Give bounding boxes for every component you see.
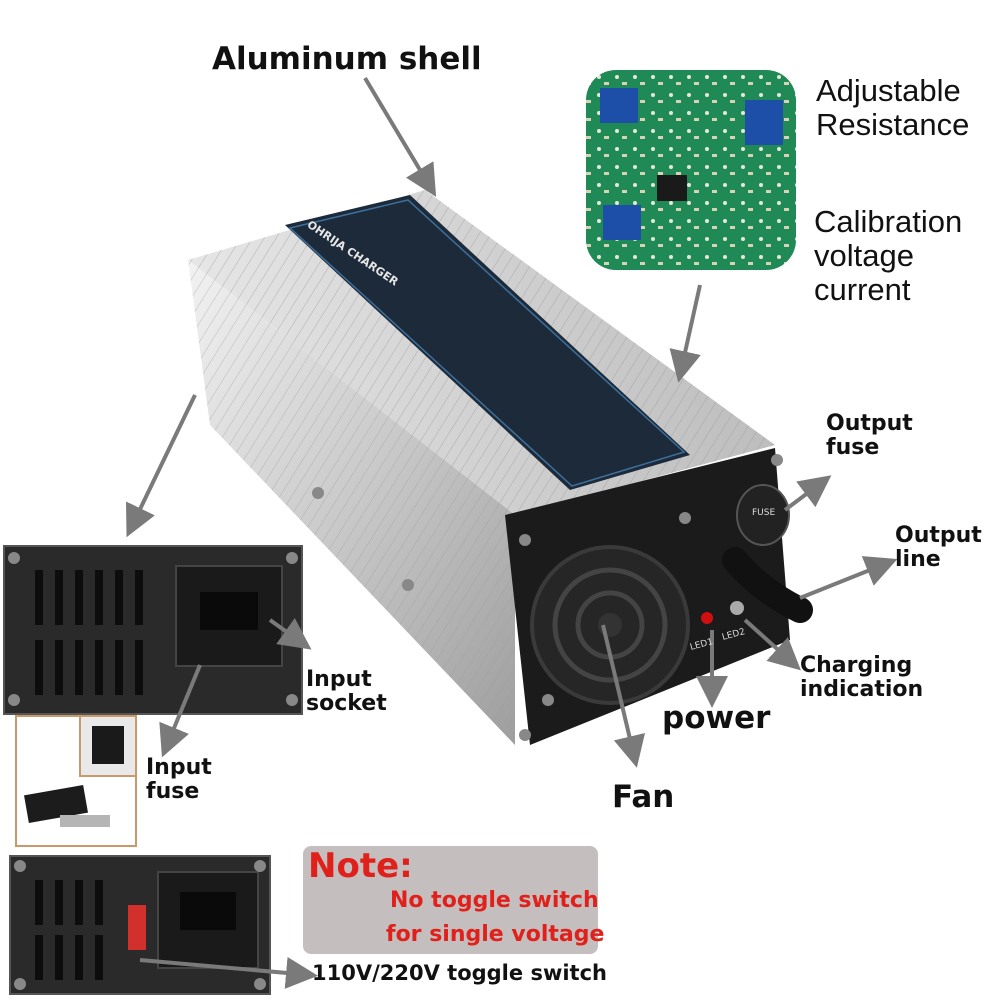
label-adjustable-resistance: Adjustable Resistance: [816, 73, 970, 143]
label-aluminum-shell: Aluminum shell: [212, 41, 482, 77]
note-box: [303, 846, 598, 954]
label-output-line: Output line: [895, 523, 982, 573]
fuse-cap-print: FUSE: [752, 508, 776, 518]
pcb-inset: [586, 70, 796, 270]
charger-body: [188, 190, 813, 745]
note-line-2: for single voltage: [386, 922, 605, 947]
label-charging-indication: Charging indication: [800, 653, 924, 703]
label-input-socket: Input socket: [306, 667, 387, 717]
input-socket-view: [3, 545, 303, 715]
label-output-fuse: Output fuse: [826, 411, 913, 461]
callout-arrows: [125, 76, 898, 989]
label-calibration: Calibration voltage current: [814, 204, 963, 308]
label-input-fuse: Input fuse: [146, 755, 212, 805]
label-power: power: [662, 700, 771, 736]
label-toggle-switch: 110V/220V toggle switch: [312, 961, 607, 985]
label-fan: Fan: [612, 779, 675, 815]
toggle-switch-view: [9, 855, 271, 995]
note-title: Note:: [308, 846, 413, 886]
input-fuse-view: [15, 715, 137, 847]
note-line-1: No toggle switch: [390, 888, 599, 913]
